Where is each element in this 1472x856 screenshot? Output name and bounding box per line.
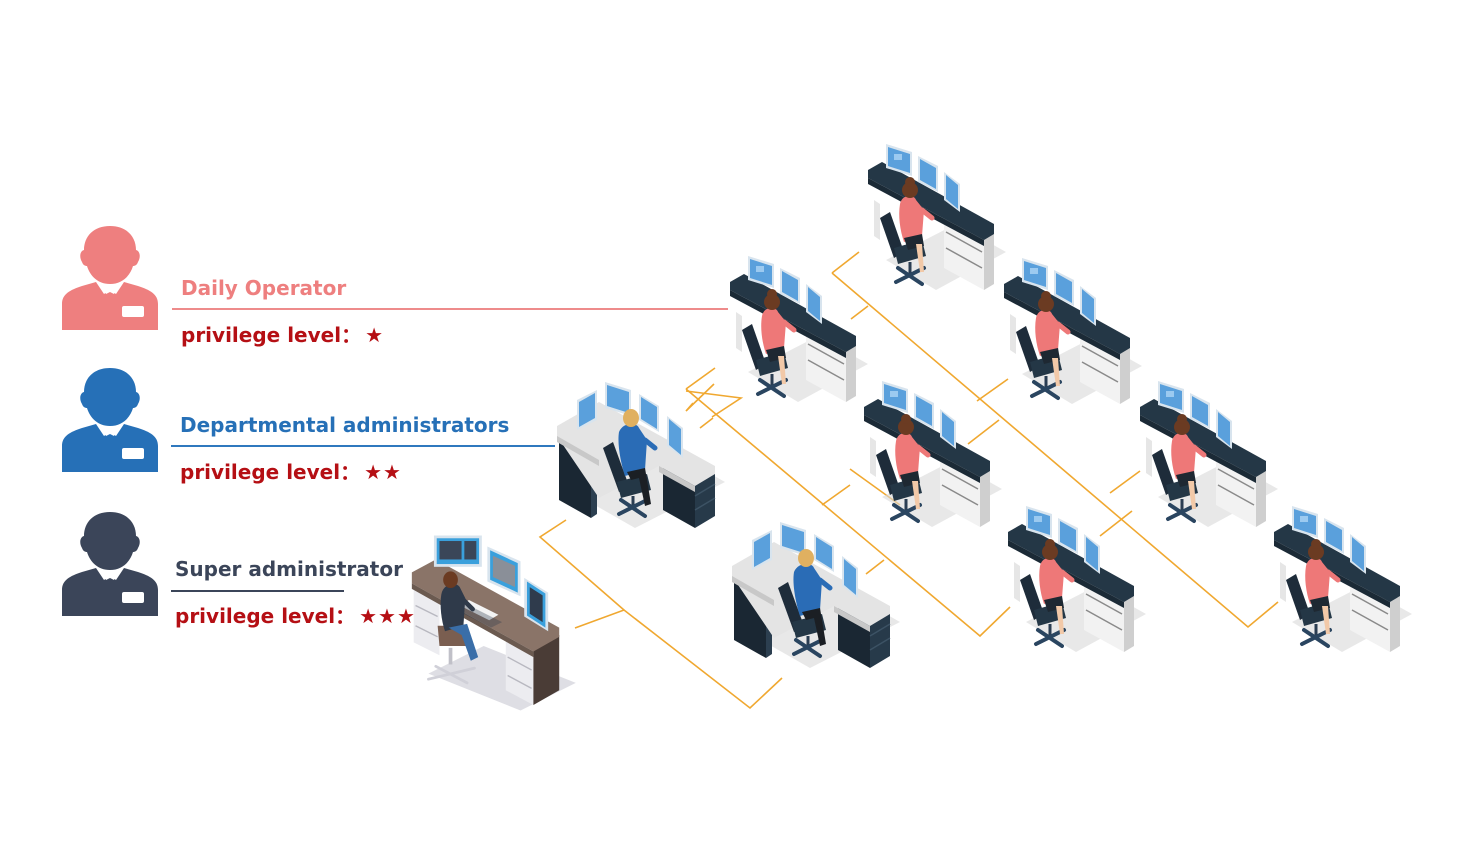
privilege-stars: ★★	[364, 460, 402, 484]
role-connector-line	[171, 590, 344, 592]
user-avatar-icon	[60, 510, 160, 616]
network-link	[685, 388, 1011, 638]
super-admin-workstation	[410, 528, 585, 718]
privilege-label: privilege level：	[180, 460, 361, 484]
network-link	[685, 390, 744, 418]
operator-workstation	[1002, 254, 1142, 414]
network-links	[538, 251, 1279, 710]
role-title: Daily Operator	[181, 276, 347, 300]
network-link	[699, 417, 714, 429]
privilege-label: privilege level：	[181, 323, 362, 347]
role-title: Super administrator	[175, 557, 403, 581]
network-link	[574, 609, 783, 710]
operator-workstation	[862, 377, 1002, 537]
operator-workstation	[1006, 502, 1146, 662]
department-admin-workstation	[555, 378, 725, 528]
privilege-stars: ★★★	[359, 604, 416, 628]
network-link	[850, 305, 869, 320]
network-link	[685, 367, 716, 390]
user-avatar-icon	[60, 224, 160, 330]
privilege-label: privilege level：	[175, 604, 356, 628]
operator-workstation	[1272, 502, 1412, 662]
role-title: Departmental administrators	[180, 413, 510, 437]
operator-workstation	[1138, 377, 1278, 537]
privilege-stars: ★	[365, 323, 385, 347]
network-link	[865, 559, 885, 575]
role-connector-line	[171, 445, 555, 447]
operator-workstation	[728, 252, 868, 412]
network-link	[1099, 510, 1133, 537]
operator-workstation	[866, 140, 1006, 300]
privilege-level: privilege level：★★★	[175, 600, 416, 629]
role-connector-line	[172, 308, 728, 310]
network-link	[831, 251, 860, 274]
privilege-level: privilege level：★	[181, 319, 384, 348]
network-link	[976, 378, 1009, 402]
network-link	[1109, 470, 1141, 494]
network-link	[538, 519, 625, 611]
privilege-level: privilege level：★★	[180, 456, 402, 485]
network-link	[967, 419, 1000, 445]
network-link	[821, 484, 851, 506]
network-link	[831, 272, 1279, 629]
department-admin-workstation	[730, 518, 900, 668]
user-avatar-icon	[60, 366, 160, 472]
